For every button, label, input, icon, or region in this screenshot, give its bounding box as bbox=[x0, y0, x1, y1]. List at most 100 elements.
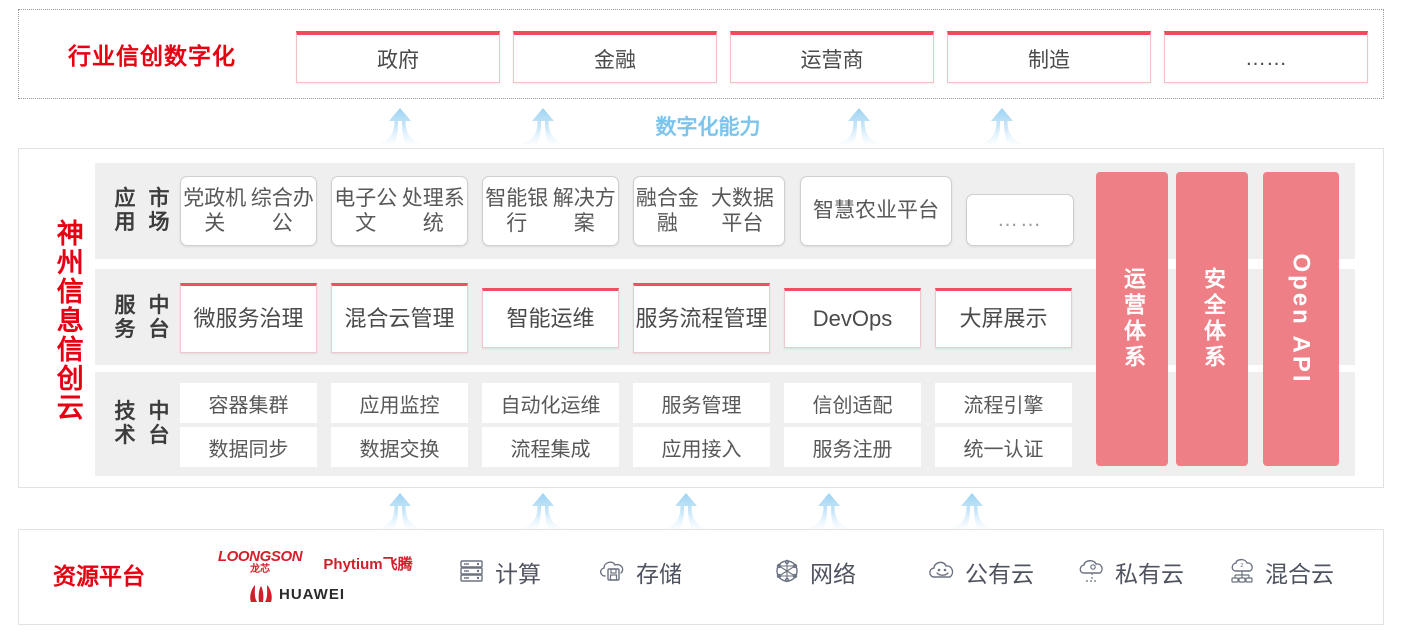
phytium-logo-text: Phytium飞腾 bbox=[323, 555, 413, 573]
digital-capability-label: 数字化能力 bbox=[655, 115, 761, 139]
resource-arrow bbox=[664, 493, 708, 529]
resource-band bbox=[18, 529, 1384, 625]
resource-item-label: 公有云 bbox=[965, 562, 1034, 588]
text-line: 应用 bbox=[114, 186, 136, 234]
up-arrow-icon bbox=[521, 108, 565, 144]
huawei-logo-text: HUAWEI bbox=[279, 585, 345, 603]
text-line: …… bbox=[997, 208, 1043, 232]
service-platform-item[interactable]: 混合云管理 bbox=[331, 283, 468, 353]
tech-platform-item[interactable]: 应用监控 bbox=[331, 383, 468, 423]
public-cloud-icon bbox=[925, 556, 959, 588]
industry-box-more[interactable]: …… bbox=[1164, 31, 1368, 83]
app-market-label: 应用市场 bbox=[108, 176, 176, 246]
up-arrow-icon bbox=[521, 493, 565, 529]
resource-item-label: 混合云 bbox=[1265, 562, 1334, 588]
capability-arrow bbox=[837, 108, 881, 144]
resource-item-label: 计算 bbox=[495, 562, 541, 588]
text-line: 平台 bbox=[897, 199, 939, 223]
app-market-item[interactable]: 智能银行解决方案 bbox=[482, 176, 619, 246]
tech-platform-item[interactable]: 统一认证 bbox=[935, 427, 1072, 467]
tech-platform-item[interactable]: 流程引擎 bbox=[935, 383, 1072, 423]
up-arrow-icon bbox=[378, 493, 422, 529]
resource-arrow bbox=[521, 493, 565, 529]
network-mesh-icon bbox=[776, 559, 798, 583]
network-mesh-icon bbox=[770, 556, 804, 588]
tech-platform-item[interactable]: 信创适配 bbox=[784, 383, 921, 423]
text-line: 电子公文 bbox=[334, 186, 398, 235]
text-line: 智能运维 bbox=[506, 305, 595, 331]
text-line: 市场 bbox=[148, 186, 170, 234]
app-market-item[interactable]: 电子公文处理系统 bbox=[331, 176, 468, 246]
huawei-flower-icon bbox=[250, 585, 272, 602]
capability-arrow bbox=[980, 108, 1024, 144]
service-platform-item[interactable]: 微服务治理 bbox=[180, 283, 317, 353]
text-line: 平台 bbox=[99, 563, 145, 590]
loongson-logo-text: LOONGSON bbox=[217, 548, 303, 565]
huawei-logo: HUAWEI bbox=[248, 582, 398, 606]
tech-platform-item[interactable]: 数据同步 bbox=[180, 427, 317, 467]
tech-platform-item[interactable]: 服务注册 bbox=[784, 427, 921, 467]
tech-platform-item[interactable]: 应用接入 bbox=[633, 427, 770, 467]
pillar-label: 运营体系 bbox=[1120, 267, 1145, 371]
resource-item-私有云[interactable]: 私有云 bbox=[1075, 552, 1184, 592]
text-line: 服务 bbox=[114, 293, 136, 341]
tech-platform-item[interactable]: 服务管理 bbox=[633, 383, 770, 423]
text-line: 服务流程 bbox=[635, 305, 724, 331]
text-line: 大屏展示 bbox=[959, 305, 1048, 331]
industry-box-government[interactable]: 政府 bbox=[296, 31, 500, 83]
service-platform-item[interactable]: DevOps bbox=[784, 288, 921, 348]
server-icon bbox=[455, 556, 489, 588]
text-line: 资源 bbox=[53, 563, 99, 590]
cloud-storage-icon bbox=[596, 556, 630, 588]
loongson-logo: LOONGSON 龙芯 bbox=[205, 549, 315, 577]
industry-box-finance[interactable]: 金融 bbox=[513, 31, 717, 83]
resource-arrow bbox=[950, 493, 994, 529]
tech-platform-item[interactable]: 流程集成 bbox=[482, 427, 619, 467]
capability-arrow bbox=[378, 108, 422, 144]
text-line: 混合云 bbox=[344, 305, 411, 331]
app-market-item[interactable]: 融合金融大数据平台 bbox=[633, 176, 785, 246]
industry-box-carrier[interactable]: 运营商 bbox=[730, 31, 934, 83]
text-line: 中台 bbox=[148, 399, 170, 447]
resource-item-网络[interactable]: 网络 bbox=[770, 552, 856, 592]
text-line: 融合金融 bbox=[635, 186, 699, 235]
industry-band-title: 行业信创数字化 bbox=[68, 44, 236, 70]
pillar-security[interactable]: 安全体系 bbox=[1176, 172, 1248, 466]
service-platform-item[interactable]: 服务流程管理 bbox=[633, 283, 770, 353]
tech-platform-item[interactable]: 自动化运维 bbox=[482, 383, 619, 423]
resource-item-计算[interactable]: 计算 bbox=[455, 552, 541, 592]
industry-box-manufacturing[interactable]: 制造 bbox=[947, 31, 1151, 83]
cloud-storage-icon bbox=[600, 561, 624, 581]
private-cloud-icon bbox=[1075, 556, 1109, 588]
resource-item-公有云[interactable]: 公有云 bbox=[925, 552, 1034, 592]
text-line: 智能银行 bbox=[485, 186, 549, 235]
up-arrow-icon bbox=[980, 108, 1024, 144]
resource-item-label: 私有云 bbox=[1115, 562, 1184, 588]
tech-platform-item[interactable]: 容器集群 bbox=[180, 383, 317, 423]
cloud-band-title: 神州信息信创云 bbox=[51, 218, 83, 422]
resource-item-label: 存储 bbox=[636, 562, 682, 588]
pillar-operations[interactable]: 运营体系 bbox=[1096, 172, 1168, 466]
text-line: 技术 bbox=[114, 399, 136, 447]
service-platform-item[interactable]: 智能运维 bbox=[482, 288, 619, 348]
text-line: 管理 bbox=[410, 305, 455, 331]
app-market-item[interactable]: 党政机关综合办公 bbox=[180, 176, 317, 246]
app-market-item[interactable]: 智慧农业平台 bbox=[800, 176, 952, 246]
hybrid-cloud-icon: z bbox=[1231, 558, 1253, 583]
loongson-logo-subtext: 龙芯 bbox=[250, 564, 270, 575]
app-market-item[interactable]: …… bbox=[966, 194, 1074, 246]
public-cloud-icon bbox=[929, 561, 954, 578]
text-line: 管理 bbox=[723, 305, 768, 331]
hybrid-cloud-icon: z bbox=[1225, 556, 1259, 588]
resource-item-存储[interactable]: 存储 bbox=[596, 552, 682, 592]
tech-platform-label: 技术中台 bbox=[108, 389, 176, 459]
service-platform-item[interactable]: 大屏展示 bbox=[935, 288, 1072, 348]
resource-item-混合云[interactable]: z 混合云 bbox=[1225, 552, 1334, 592]
pillar-open-api[interactable]: Open API bbox=[1263, 172, 1339, 466]
svg-text:z: z bbox=[1240, 562, 1243, 569]
resource-arrow bbox=[807, 493, 851, 529]
up-arrow-icon bbox=[837, 108, 881, 144]
resource-item-label: 网络 bbox=[810, 562, 856, 588]
tech-platform-item[interactable]: 数据交换 bbox=[331, 427, 468, 467]
